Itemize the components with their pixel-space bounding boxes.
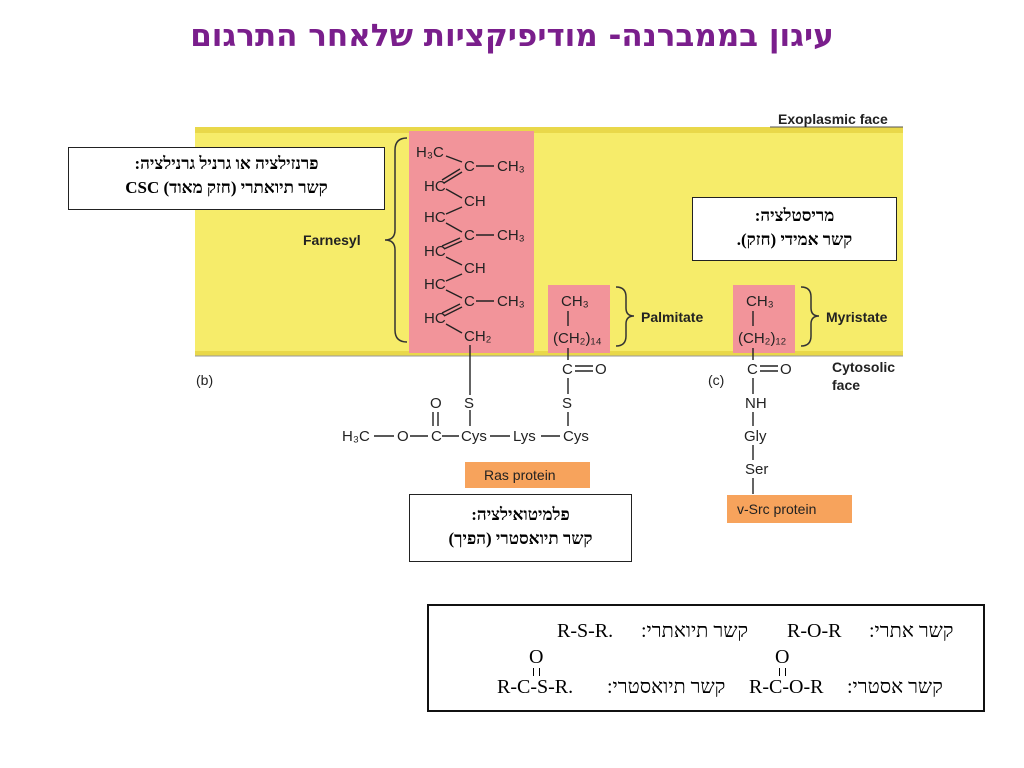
chem-p-o: O xyxy=(595,361,607,378)
chem-f13: CH₃ xyxy=(497,293,525,310)
myristate-label: Myristate xyxy=(826,309,888,325)
farnesyl-structure: H₃C C CH₃ HC CH HC C CH₃ HC CH HC C CH₃ … xyxy=(416,144,525,345)
chem-f8: CH₃ xyxy=(497,227,525,244)
chem-s1: S xyxy=(464,395,474,412)
thioester-label: קשר תיואסטרי: xyxy=(607,676,726,698)
chem-p-ch2: (CH₂)₁₄ xyxy=(553,330,602,347)
chem-p-s: S xyxy=(562,395,572,412)
chem-f6: HC xyxy=(424,209,446,226)
chem-chain-c: C xyxy=(431,428,442,445)
chem-f15: CH₂ xyxy=(464,328,492,345)
chem-chain-h3c: H₃C xyxy=(342,428,370,445)
farnesyl-bonds xyxy=(441,155,494,426)
vsrc-protein-label: v-Src protein xyxy=(737,501,816,517)
palmitoylation-line-1: פלמיטואילציה: xyxy=(471,505,570,524)
chem-m-ch3: CH₃ xyxy=(746,293,774,310)
palmitate-brace xyxy=(615,286,635,347)
chem-chain-o: O xyxy=(397,428,409,445)
bond-types-legend: קשר אתרי: R-O-R קשר תיואתרי: R-S-R. O O … xyxy=(427,604,985,712)
chem-m-o: O xyxy=(780,361,792,378)
palmitate-highlight xyxy=(548,285,610,353)
chem-f10: CH xyxy=(464,260,486,277)
myristate-bonds xyxy=(752,311,778,494)
myristoylation-callout: מריסטלציה: קשר אמידי (חזק). xyxy=(692,197,897,261)
chem-f5: CH xyxy=(464,193,486,210)
thioester-formula: R-C-S-R. xyxy=(497,676,574,698)
panel-b-label: (b) xyxy=(196,372,213,388)
chem-f9: HC xyxy=(424,243,446,260)
myristate-highlight xyxy=(733,285,795,353)
myristate-brace xyxy=(800,286,820,347)
carbonyl-bond-thioester xyxy=(533,668,540,676)
ester-label: קשר אסטרי: xyxy=(847,676,943,698)
palmitate-label: Palmitate xyxy=(641,309,703,325)
chem-m-ch2: (CH₂)₁₂ xyxy=(738,330,787,347)
chem-p-c: C xyxy=(562,361,573,378)
ras-protein-box xyxy=(465,462,590,488)
chem-m-nh: NH xyxy=(745,395,767,412)
prenylation-callout: פרנזילציה או גרניל גרנילציה: קשר תיואתרי… xyxy=(68,147,385,210)
farnesyl-label: Farnesyl xyxy=(303,232,361,248)
chem-p-ch3: CH₃ xyxy=(561,293,589,310)
palmitoylation-callout: פלמיטואילציה: קשר תיואסטרי (הפיך) xyxy=(409,494,632,562)
chem-m-c: C xyxy=(747,361,758,378)
chem-m-gly: Gly xyxy=(744,428,767,445)
chem-chain-cys2: Cys xyxy=(563,428,589,445)
farnesyl-highlight xyxy=(409,131,534,353)
chem-f4: HC xyxy=(424,178,446,195)
chem-m-ser: Ser xyxy=(745,461,768,478)
cytosolic-face-label-1: Cytosolic xyxy=(832,359,895,375)
chem-f14: HC xyxy=(424,310,446,327)
panel-c-label: (c) xyxy=(708,372,724,388)
carbonyl-o-thioester: O xyxy=(529,646,544,668)
vsrc-protein-box xyxy=(727,495,852,523)
palmitate-structure: CH₃ (CH₂)₁₄ C O S xyxy=(553,293,607,412)
chem-f3: CH₃ xyxy=(497,158,525,175)
myristoylation-line-2: קשר אמידי (חזק). xyxy=(736,230,853,249)
palmitoylation-line-2: קשר תיואסטרי (הפיך) xyxy=(448,529,593,548)
prenylation-line-1: פרנזילציה או גרניל גרנילציה: xyxy=(134,154,319,173)
chem-f2: C xyxy=(464,158,475,175)
exoplasmic-face-label: Exoplasmic face xyxy=(778,111,888,127)
thioether-label: קשר תיואתרי: xyxy=(641,620,749,642)
ester-formula: R-C-O-R xyxy=(749,676,824,698)
ras-chain-bonds xyxy=(374,412,560,437)
page-title: עיגון בממברנה- מודיפיקציות שלאחר התרגום xyxy=(190,18,834,54)
prenylation-line-2: קשר תיואתרי (חזק מאוד) CSC xyxy=(125,178,328,197)
chem-chain-cys1: Cys xyxy=(461,428,487,445)
farnesyl-brace xyxy=(384,137,408,343)
chem-o1: O xyxy=(430,395,442,412)
ras-protein-label: Ras protein xyxy=(484,467,556,483)
ether-label: קשר אתרי: xyxy=(869,620,954,642)
myristoylation-line-1: מריסטלציה: xyxy=(754,206,835,225)
carbonyl-bond-ester xyxy=(779,668,786,676)
palmitate-bonds xyxy=(567,311,593,426)
ras-chain: S O H₃C O C Cys Lys Cys xyxy=(342,395,589,445)
chem-f12: C xyxy=(464,293,475,310)
membrane-bottom-edge xyxy=(195,351,903,356)
chem-f1: H₃C xyxy=(416,144,444,161)
membrane-top-edge xyxy=(195,127,903,133)
cytosolic-face-label-2: face xyxy=(832,377,860,393)
carbonyl-o-ester: O xyxy=(775,646,790,668)
chem-chain-lys: Lys xyxy=(513,428,536,445)
chem-f7: C xyxy=(464,227,475,244)
ether-formula: R-O-R xyxy=(787,620,842,642)
thioether-formula: R-S-R. xyxy=(557,620,614,642)
myristate-structure: CH₃ (CH₂)₁₂ C O NH Gly Ser xyxy=(738,293,792,478)
chem-f11: HC xyxy=(424,276,446,293)
